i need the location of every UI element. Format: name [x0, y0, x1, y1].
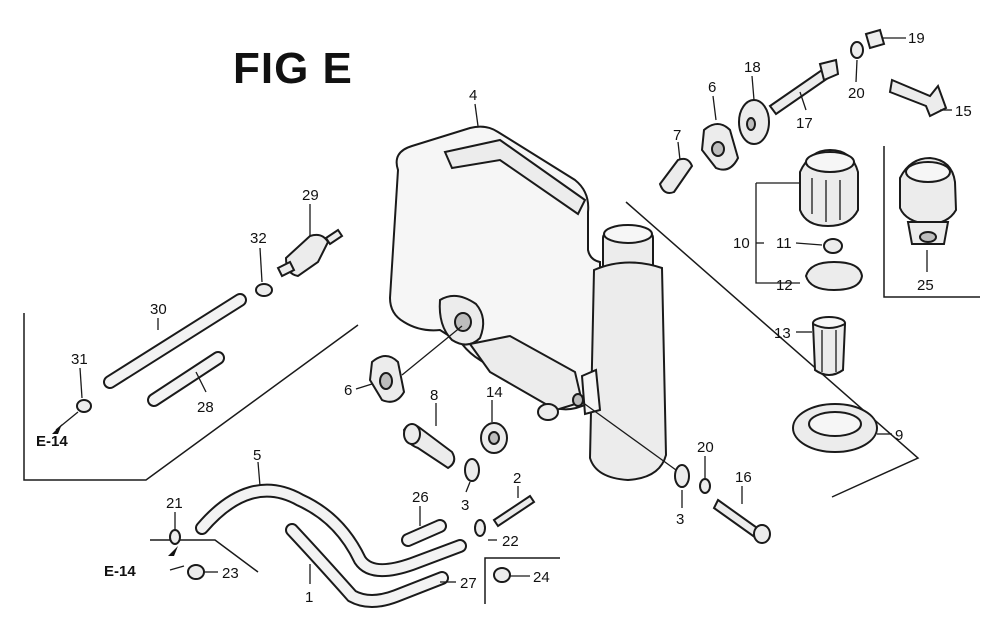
- callout-28: 28: [197, 399, 214, 416]
- ref-e14-left: E-14: [36, 433, 68, 450]
- hose-26: [401, 519, 447, 547]
- washer-18: [738, 99, 770, 145]
- callout-22: 22: [502, 533, 519, 550]
- grommet-14: [480, 422, 508, 454]
- callout-18: 18: [744, 59, 761, 76]
- cap-inset-frame: [883, 146, 980, 298]
- callout-4: 4: [469, 87, 477, 104]
- callout-2: 2: [513, 470, 521, 487]
- callout-1: 1: [305, 589, 313, 606]
- fuel-cap-alt: [899, 156, 958, 245]
- callout-30: 30: [150, 301, 167, 318]
- grommet-6-lower: [368, 355, 406, 403]
- hose-1: [285, 523, 449, 608]
- callout-26: 26: [412, 489, 429, 506]
- clamp-32: [255, 283, 273, 297]
- washer-3-right: [674, 464, 690, 488]
- hose-5: [195, 483, 467, 577]
- arrow-left-icon: [52, 424, 62, 434]
- callout-14: 14: [486, 384, 503, 401]
- washer-20-top: [850, 41, 864, 59]
- fuel-tank: [388, 125, 668, 482]
- fuel-filter-29: [276, 228, 344, 278]
- clamp-31: [76, 399, 92, 413]
- breather-tube-7: [658, 157, 694, 194]
- callout-8: 8: [430, 387, 438, 404]
- fuel-strainer: [811, 316, 847, 376]
- bolt-2: [492, 494, 536, 528]
- callout-20-top: 20: [848, 85, 865, 102]
- callout-3-right: 3: [676, 511, 684, 528]
- callout-24: 24: [533, 569, 550, 586]
- callout-3-left: 3: [461, 497, 469, 514]
- leader-lines: [55, 37, 952, 584]
- callout-15: 15: [955, 103, 972, 120]
- bracket-15: [888, 78, 948, 118]
- callout-9: 9: [895, 427, 903, 444]
- hose-30: [103, 293, 247, 389]
- callout-29: 29: [302, 187, 319, 204]
- fuel-cap-assembly: [799, 148, 864, 292]
- callout-12: 12: [776, 277, 793, 294]
- callout-labels: 4 6 18 7 17 20 19 15 10 11 12 13 9 25 6 …: [36, 30, 972, 606]
- nut-19: [864, 28, 886, 50]
- callout-5: 5: [253, 447, 261, 464]
- figure-title: FIG E: [233, 44, 353, 93]
- callout-31: 31: [71, 351, 88, 368]
- bolt-16: [712, 498, 771, 544]
- callout-16: 16: [735, 469, 752, 486]
- left-group-frame: [23, 313, 359, 481]
- ref-e14-bottom: E-14: [104, 563, 136, 580]
- callout-20-lower: 20: [697, 439, 714, 456]
- callout-6-lower: 6: [344, 382, 352, 399]
- callout-19: 19: [908, 30, 925, 47]
- clamp-23: [187, 564, 205, 580]
- callout-27: 27: [460, 575, 477, 592]
- callout-17: 17: [796, 115, 813, 132]
- callout-7: 7: [673, 127, 681, 144]
- arrow-left-icon-2: [168, 546, 178, 556]
- callout-25: 25: [917, 277, 934, 294]
- callout-13: 13: [774, 325, 791, 342]
- callout-10: 10: [733, 235, 750, 252]
- fitting-8: [402, 423, 456, 470]
- callout-6-top: 6: [708, 79, 716, 96]
- callout-21: 21: [166, 495, 183, 512]
- hose-28: [147, 351, 225, 407]
- clamp-box-frame: [484, 557, 560, 604]
- breather-grommet-6: [700, 123, 740, 171]
- hose-group-frame: [150, 539, 259, 573]
- bolt-17: [768, 58, 840, 116]
- clip-21: [169, 529, 181, 545]
- washer-20-lower: [699, 478, 711, 494]
- callout-23: 23: [222, 565, 239, 582]
- washer-22: [474, 519, 486, 537]
- tank-seal: [792, 403, 878, 453]
- right-tank-frame: [625, 201, 920, 498]
- clamp-24: [493, 567, 511, 583]
- callout-32: 32: [250, 230, 267, 247]
- callout-11: 11: [776, 235, 792, 252]
- washer-3-left: [464, 458, 480, 482]
